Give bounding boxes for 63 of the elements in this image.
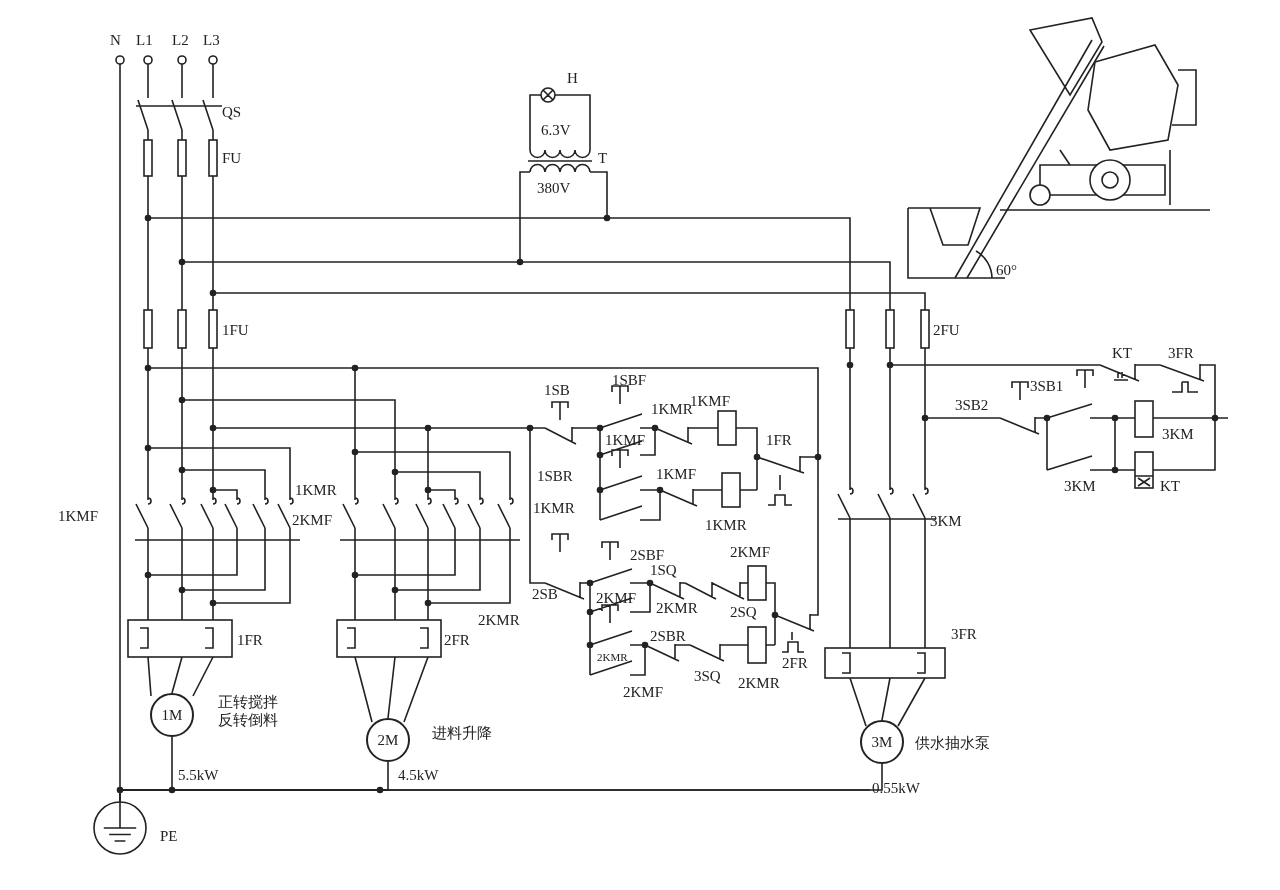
component-label: 2SQ (730, 604, 757, 620)
motor-symbol: 1M (150, 693, 194, 737)
component-label: 2SBR (650, 628, 686, 644)
component-label: H (567, 70, 578, 86)
component-label: 2KMF (623, 684, 663, 700)
motor-caption: 正转搅拌反转倒料 (218, 693, 279, 729)
component-label: 3KM (1162, 426, 1194, 442)
motor-caption: 供水抽水泵 (915, 735, 990, 751)
component-label: L2 (172, 32, 189, 48)
component-label: 3SQ (694, 668, 721, 684)
component-label: 2KMR (656, 600, 698, 616)
component-label: 2SBF (630, 547, 665, 563)
component-label: 380V (537, 180, 571, 196)
component-label: N (110, 32, 121, 48)
component-label: 1SBR (537, 468, 573, 484)
ground-symbol (93, 801, 147, 855)
component-label: 1KMF (690, 393, 730, 409)
component-label: 2KMR (738, 675, 780, 691)
component-label: KT (1112, 345, 1132, 361)
component-label: 1KMF (656, 466, 696, 482)
ground-label: PE (160, 828, 178, 844)
component-label: 1SBF (612, 372, 647, 388)
component-label: 1SQ (650, 562, 677, 578)
motor-caption: 进料升降 (432, 725, 492, 741)
component-label: L3 (203, 32, 220, 48)
component-label: 2SB (532, 586, 558, 602)
power-rating: 5.5kW (178, 767, 219, 783)
component-label: 2KMF (730, 544, 770, 560)
component-label: 1KMF (605, 432, 645, 448)
component-label: 2FR (782, 655, 808, 671)
component-label: 1KMR (533, 500, 575, 516)
component-label: FU (222, 150, 242, 166)
component-label: 2KMR (597, 650, 628, 665)
motor-symbol: 3M (860, 720, 904, 764)
motor-symbol: 2M (366, 718, 410, 762)
component-label: 2FR (444, 632, 470, 648)
component-label: 1FU (222, 322, 249, 338)
component-label: 3KM (1064, 478, 1096, 494)
component-label: 60° (996, 262, 1017, 278)
component-label: KT (1160, 478, 1180, 494)
component-label: 1SB (544, 382, 570, 398)
component-label: 3SB2 (955, 397, 989, 413)
component-label: 3SB1 (1030, 378, 1064, 394)
component-label: 3FR (1168, 345, 1194, 361)
component-label: 6.3V (541, 122, 571, 138)
ground-wire (119, 763, 883, 802)
power-rating: 4.5kW (398, 767, 439, 783)
component-label: QS (222, 104, 242, 120)
component-label: 1KMR (651, 401, 693, 417)
component-label: 2FU (933, 322, 960, 338)
component-label: 1FR (237, 632, 263, 648)
component-label: 3KM (930, 513, 962, 529)
power-rating: 0.55kW (872, 780, 920, 796)
component-label: T (598, 150, 608, 166)
component-label: 1KMR (295, 482, 337, 498)
component-label: 2KMF (292, 512, 332, 528)
component-label: L1 (136, 32, 153, 48)
component-label: 3FR (951, 626, 977, 642)
component-label: 1KMF (58, 508, 98, 524)
component-label: 1KMR (705, 517, 747, 533)
component-label: 1FR (766, 432, 792, 448)
component-label: 2KMF (596, 590, 636, 606)
component-label: 2KMR (478, 612, 520, 628)
